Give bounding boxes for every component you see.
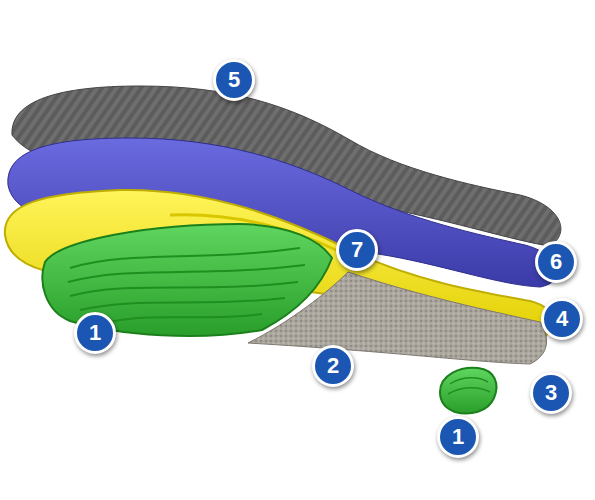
callout-number: 1 bbox=[74, 312, 116, 354]
callout-number: 4 bbox=[541, 298, 583, 340]
callout-number: 7 bbox=[336, 229, 378, 271]
heel-grooves bbox=[448, 378, 490, 394]
pad-grooves bbox=[68, 248, 305, 322]
callout-number: 3 bbox=[530, 372, 572, 414]
heel-pad bbox=[440, 368, 496, 414]
callout-number: 1 bbox=[437, 416, 479, 458]
callout-number: 5 bbox=[213, 59, 255, 101]
callout-number: 2 bbox=[312, 345, 354, 387]
callout-number: 6 bbox=[535, 241, 577, 283]
